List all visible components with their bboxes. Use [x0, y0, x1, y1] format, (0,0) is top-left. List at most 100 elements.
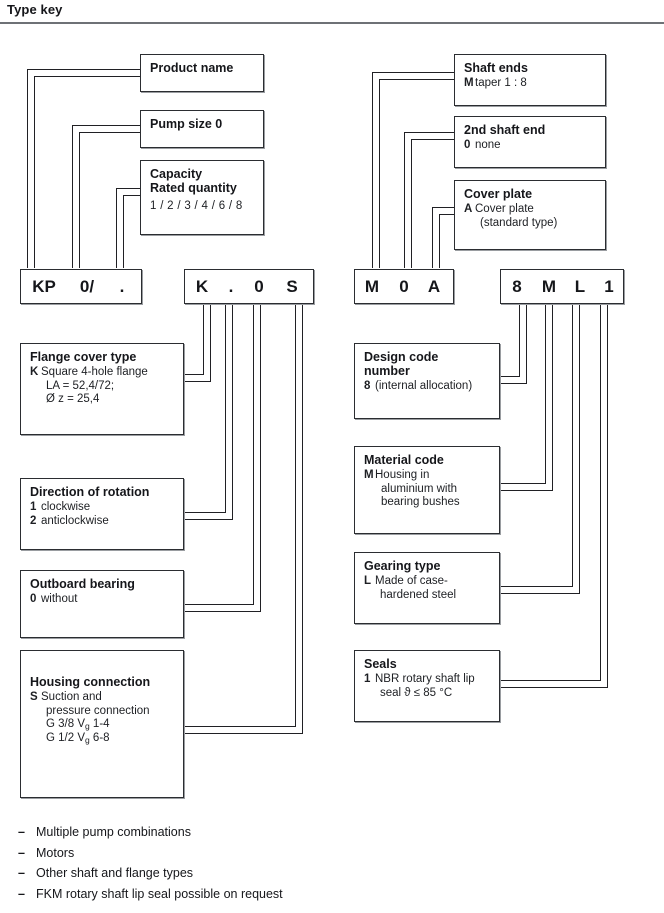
row-text: Suction and [41, 691, 102, 703]
row-text: LA = 52,4/72; [46, 379, 115, 392]
row-text: Ø z = 25,4 [46, 393, 100, 406]
row-text: taper 1 : 8 [475, 77, 527, 89]
code-segment: M [541, 277, 557, 296]
box-row: 2 anticlockwise [30, 515, 175, 529]
box-title: Pump size 0 [150, 117, 223, 131]
box-rows: A Cover plate A (standard type) [464, 203, 597, 230]
box-seals: Seals 1 NBR rotary shaft lip 1 seal ϑ ≤ … [354, 650, 500, 722]
row-code: 0 [464, 139, 471, 151]
subscript-g: g [85, 734, 90, 745]
row-text: anticlockwise [41, 514, 109, 527]
box-row: A Cover plate [464, 203, 597, 217]
row-code: M [364, 469, 374, 481]
box-row: L Made of case- [364, 575, 491, 589]
code-segment: K [195, 277, 209, 296]
note-dash: – [18, 866, 25, 880]
row-code: K [30, 366, 39, 378]
box-title: Material code [364, 453, 444, 467]
box-row: 1 NBR rotary shaft lip [364, 673, 491, 687]
code-segment: . [119, 277, 125, 296]
box-row: 0 without [30, 593, 175, 607]
note-text: Other shaft and flange types [36, 866, 194, 880]
row-code: A [464, 203, 473, 215]
box-direction-of-rotation: Direction of rotation 1 clockwise 2 anti… [20, 478, 184, 550]
row-text: none [475, 139, 501, 151]
row-code: 2 [30, 514, 37, 527]
note-dash: – [18, 886, 25, 901]
box-pump-size: Pump size 0 [140, 110, 264, 148]
box-rows: S Suction and S pressure connection S G … [30, 691, 175, 745]
note-dash: – [18, 825, 25, 839]
box-title: Design code number [364, 350, 439, 378]
row-code: 8 [364, 380, 371, 392]
box-row: M bearing bushes [364, 496, 491, 510]
box-rows: 1 clockwise 2 anticlockwise [30, 501, 175, 528]
row-text: Square 4-hole flange [41, 366, 148, 378]
box-title: Product name [150, 61, 234, 75]
box-row: 0 none [464, 139, 597, 153]
note-text: Motors [36, 845, 75, 860]
row-text: hardened steel [380, 588, 457, 601]
code-segment: 8 [512, 277, 522, 296]
code-segment: 0 [399, 277, 409, 296]
box-title: Capacity Rated quantity [150, 167, 237, 195]
box-rows: K Square 4-hole flange K LA = 52,4/72; K… [30, 366, 175, 407]
box-outboard-bearing: Outboard bearing 0 without [20, 570, 184, 638]
box-row: K LA = 52,4/72; [30, 380, 175, 394]
box-title: 2nd shaft end [464, 123, 546, 137]
box-row: K Ø z = 25,4 [30, 393, 175, 407]
box-title: Housing connection [30, 675, 151, 689]
box-title: Seals [364, 657, 397, 671]
code-box-kp: KP 0/ . [20, 269, 142, 304]
note-item: – FKM rotary shaft lip seal possible on … [18, 884, 538, 905]
code-segment: L [574, 277, 586, 296]
box-rows: 0 none [464, 139, 597, 153]
code-box-8ml1: 8 M L 1 [500, 269, 624, 304]
note-text: Multiple pump combinations [36, 825, 191, 839]
header-divider [0, 22, 664, 24]
row-text: aluminium with [381, 482, 458, 495]
box-material-code: Material code M Housing in M aluminium w… [354, 446, 500, 534]
row-text: pressure connection [46, 704, 150, 717]
row-text-vg: G 1/2 Vg 6-8 [46, 731, 110, 745]
box-rows: 1 NBR rotary shaft lip 1 seal ϑ ≤ 85 °C [364, 673, 491, 700]
box-capacity: Capacity Rated quantity 1 / 2 / 3 / 4 / … [140, 160, 264, 235]
code-segment: 1 [604, 277, 614, 296]
note-dash: – [18, 845, 25, 860]
row-text: Made of case- [375, 575, 448, 587]
box-title: Direction of rotation [30, 485, 150, 499]
box-row: S G 1/2 Vg 6-8 [30, 732, 175, 746]
row-text: NBR rotary shaft lip [375, 673, 475, 685]
box-rows: 0 without [30, 593, 175, 607]
row-text: clockwise [41, 501, 91, 513]
row-code: L [364, 575, 372, 587]
box-shaft-ends: Shaft ends M taper 1 : 8 [454, 54, 606, 106]
row-text: without [41, 593, 78, 605]
note-item: – Multiple pump combinations [18, 822, 538, 843]
row-text-vg: G 3/8 Vg 1-4 [46, 718, 110, 732]
box-title: Gearing type [364, 559, 441, 573]
box-rows: 8 (internal allocation) [364, 380, 491, 394]
row-code: 0 [30, 593, 37, 605]
box-housing-connection: Housing connection S Suction and S press… [20, 650, 184, 798]
box-rows: L Made of case- L hardened steel [364, 575, 491, 602]
row-text: seal ϑ ≤ 85 °C [380, 686, 453, 699]
page-title: Type key [7, 2, 63, 17]
box-row: A (standard type) [464, 217, 597, 231]
box-rows: M taper 1 : 8 [464, 77, 597, 91]
code-segment: KP [32, 277, 56, 296]
box-row: S pressure connection [30, 705, 175, 719]
row-text: Cover plate [475, 203, 534, 215]
box-cover-plate: Cover plate A Cover plate A (standard ty… [454, 180, 606, 250]
row-text: (standard type) [480, 216, 558, 229]
row-code: 1 [364, 673, 371, 685]
box-row: L hardened steel [364, 589, 491, 603]
box-title: Flange cover type [30, 350, 137, 364]
row-text: bearing bushes [381, 496, 460, 509]
box-product-name: Product name [140, 54, 264, 92]
box-row: M aluminium with [364, 483, 491, 497]
box-title: Cover plate [464, 187, 533, 201]
box-row: 1 clockwise [30, 501, 175, 515]
box-2nd-shaft-end: 2nd shaft end 0 none [454, 116, 606, 168]
box-row: 8 (internal allocation) [364, 380, 491, 394]
